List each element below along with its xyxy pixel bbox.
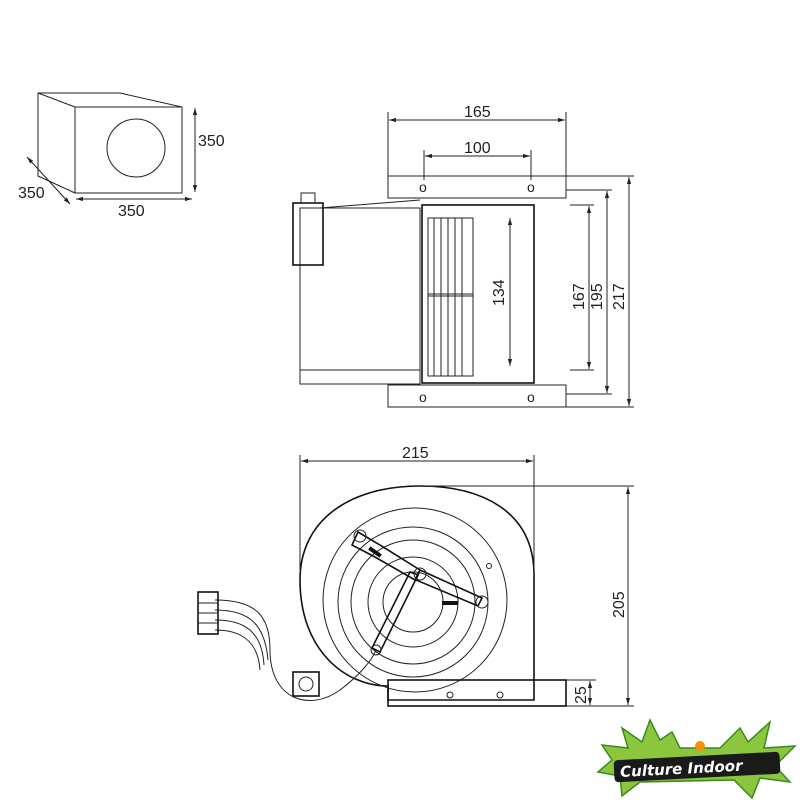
wiring-harness xyxy=(197,591,377,702)
svg-text:o: o xyxy=(527,179,535,195)
motor-housing xyxy=(299,207,421,385)
box-height-label: 350 xyxy=(198,133,225,150)
fan-front-view: 215 205 25 xyxy=(197,445,634,707)
top-height-134-label: 134 xyxy=(491,279,508,306)
front-width-label: 215 xyxy=(402,445,429,462)
box-isometric-view: 350 350 350 xyxy=(18,92,225,220)
scroll-housing xyxy=(299,485,535,701)
front-base-label: 25 xyxy=(573,686,590,704)
culture-indoor-logo: Culture Indoor xyxy=(596,718,797,800)
svg-text:o: o xyxy=(527,389,535,405)
box-depth-label: 350 xyxy=(18,185,45,202)
plate-holes: o o o o xyxy=(419,179,535,405)
top-height-195-label: 195 xyxy=(589,283,606,310)
box-duct-opening xyxy=(106,118,166,178)
front-height-label: 205 xyxy=(611,591,628,618)
box-width-label: 350 xyxy=(118,203,145,220)
top-height-167-label: 167 xyxy=(571,283,588,310)
bottom-mount-plate xyxy=(387,384,567,408)
top-height-217-label: 217 xyxy=(611,283,628,310)
impeller xyxy=(421,204,535,384)
capacitor xyxy=(292,202,324,266)
svg-text:o: o xyxy=(419,389,427,405)
top-width-outer-label: 165 xyxy=(464,104,491,121)
terminal-box xyxy=(292,671,320,697)
svg-text:o: o xyxy=(419,179,427,195)
logo-i-dot-icon xyxy=(695,741,705,751)
front-base-plate xyxy=(387,679,567,707)
top-width-inner-label: 100 xyxy=(464,140,491,157)
motor-bracket xyxy=(350,529,489,656)
fan-top-view: o o o o 165 100 134 xyxy=(292,104,634,408)
top-mount-plate xyxy=(387,175,567,199)
